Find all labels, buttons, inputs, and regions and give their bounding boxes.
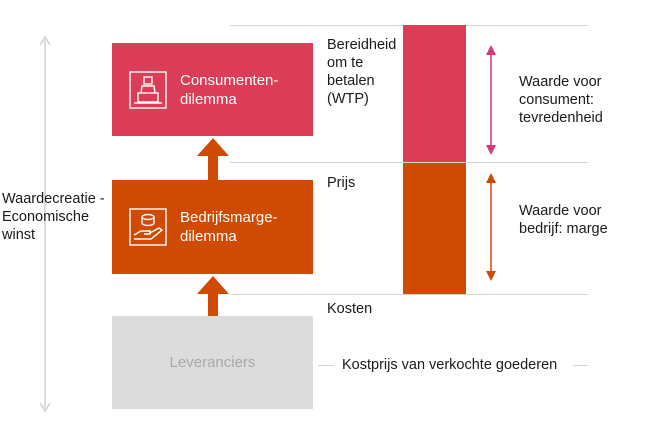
- suppliers-box: Leveranciers: [112, 316, 313, 409]
- company-value-arrow: [486, 173, 496, 281]
- cogs-line-left: [318, 365, 334, 366]
- company-value-label: Waarde voor bedrijf: marge: [519, 203, 608, 237]
- price-level-line: [230, 162, 588, 163]
- consumer-value-label: Waarde voor consument: tevredenheid: [519, 74, 603, 126]
- up-arrow-suppliers-to-company: [197, 276, 229, 316]
- consumer-dilemma-box: Consumenten- dilemma: [112, 43, 313, 136]
- company-value-bar: [403, 163, 466, 294]
- consumer-value-bar: [403, 25, 466, 162]
- cogs-label: Kostprijs van verkochte goederen: [342, 357, 558, 373]
- costs-label: Kosten: [327, 301, 373, 317]
- side-double-arrow: [39, 35, 51, 413]
- cogs-line-right: [573, 365, 588, 366]
- price-label: Prijs: [327, 175, 356, 191]
- person-at-counter-icon: [129, 70, 167, 109]
- suppliers-label: Leveranciers: [169, 354, 256, 371]
- cost-level-line: [230, 294, 588, 295]
- consumer-value-arrow: [486, 45, 496, 155]
- consumer-dilemma-label: Consumenten- dilemma: [180, 71, 279, 108]
- company-margin-dilemma-label: Bedrijfsmarge- dilemma: [180, 209, 278, 245]
- willingness-to-pay-label: Bereidheid om te betalen (WTP): [327, 37, 397, 107]
- company-margin-dilemma-box: Bedrijfsmarge- dilemma: [112, 180, 313, 274]
- hand-with-coins-icon: [129, 208, 167, 246]
- up-arrow-company-to-consumer: [197, 138, 229, 180]
- value-creation-label: Waardecreatie - Economische winst: [2, 191, 105, 243]
